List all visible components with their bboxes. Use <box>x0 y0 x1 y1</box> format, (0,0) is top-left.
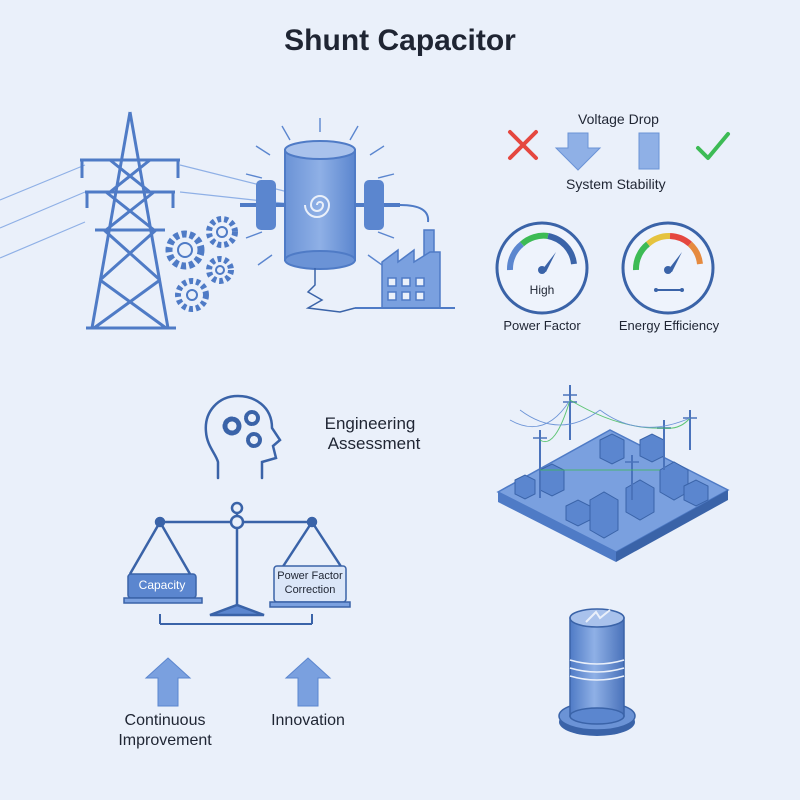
down-arrow-icon <box>554 132 602 171</box>
isometric-grid-city-icon <box>496 385 730 562</box>
gauge-icon <box>621 221 715 315</box>
voltage-drop-label: Voltage Drop <box>578 111 659 127</box>
innovation-label: Innovation <box>271 712 345 729</box>
assessment-label-line2: Assessment <box>327 434 421 453</box>
up-arrow-icon <box>284 657 332 707</box>
factory-icon <box>355 229 455 309</box>
continuous-improvement-line2: Improvement <box>118 732 212 749</box>
power-factor-reading: High <box>529 283 555 297</box>
page-title: Shunt Capacitor <box>284 24 516 57</box>
gauge-icon <box>495 221 589 315</box>
system-stability-label: System Stability <box>566 176 666 192</box>
power-lines <box>0 164 301 259</box>
cross-icon <box>508 130 538 160</box>
balance-scale-icon <box>128 501 344 625</box>
gears-icon <box>165 216 238 312</box>
capacitor-icon <box>240 118 430 313</box>
up-arrow-icon <box>144 657 192 707</box>
check-icon <box>696 132 730 160</box>
continuous-improvement-line1: Continuous <box>124 712 206 729</box>
capacitor-cylinder-icon <box>558 608 636 736</box>
balance-pans <box>123 565 351 608</box>
head-gears-icon <box>204 394 282 480</box>
capacity-pan-label: Capacity <box>138 578 186 592</box>
pf-correction-pan-label-line2: Correction <box>284 584 336 596</box>
pf-correction-pan-label-line1: Power Factor <box>277 570 343 582</box>
bar-icon <box>638 132 660 170</box>
transmission-tower-icon <box>80 111 180 330</box>
energy-efficiency-label: Energy Efficiency <box>618 318 720 333</box>
power-factor-label: Power Factor <box>503 318 581 333</box>
assessment-label-line1: Engineering <box>324 414 416 433</box>
